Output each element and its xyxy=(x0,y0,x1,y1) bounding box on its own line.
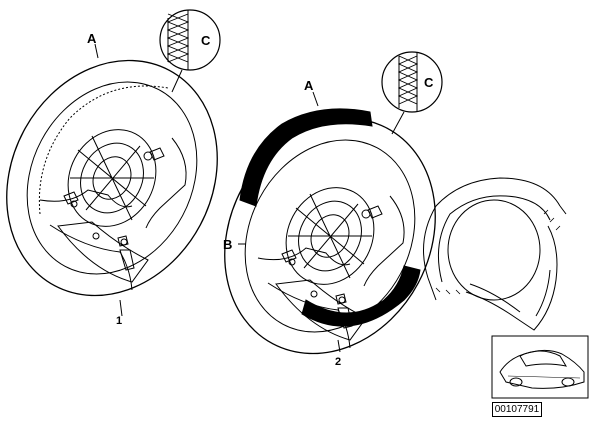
label-b-wheel-2: B xyxy=(223,237,233,252)
steering-wheel-1 xyxy=(6,43,218,317)
part-number-2: 2 xyxy=(335,356,342,368)
rim-cover-shell xyxy=(423,177,567,331)
part-number-1: 1 xyxy=(116,315,123,327)
steering-wheel-2 xyxy=(224,91,436,355)
label-a-wheel-2: A xyxy=(304,78,314,93)
label-a-wheel-1: A xyxy=(87,31,97,46)
label-c-detail-1: C xyxy=(201,33,211,48)
car-thumbnail xyxy=(491,335,589,399)
stitch-detail-c-2 xyxy=(381,51,443,135)
label-c-detail-2: C xyxy=(424,75,434,90)
diagram-id-label: 00107791 xyxy=(492,402,542,417)
stitch-detail-c-1 xyxy=(159,9,221,93)
